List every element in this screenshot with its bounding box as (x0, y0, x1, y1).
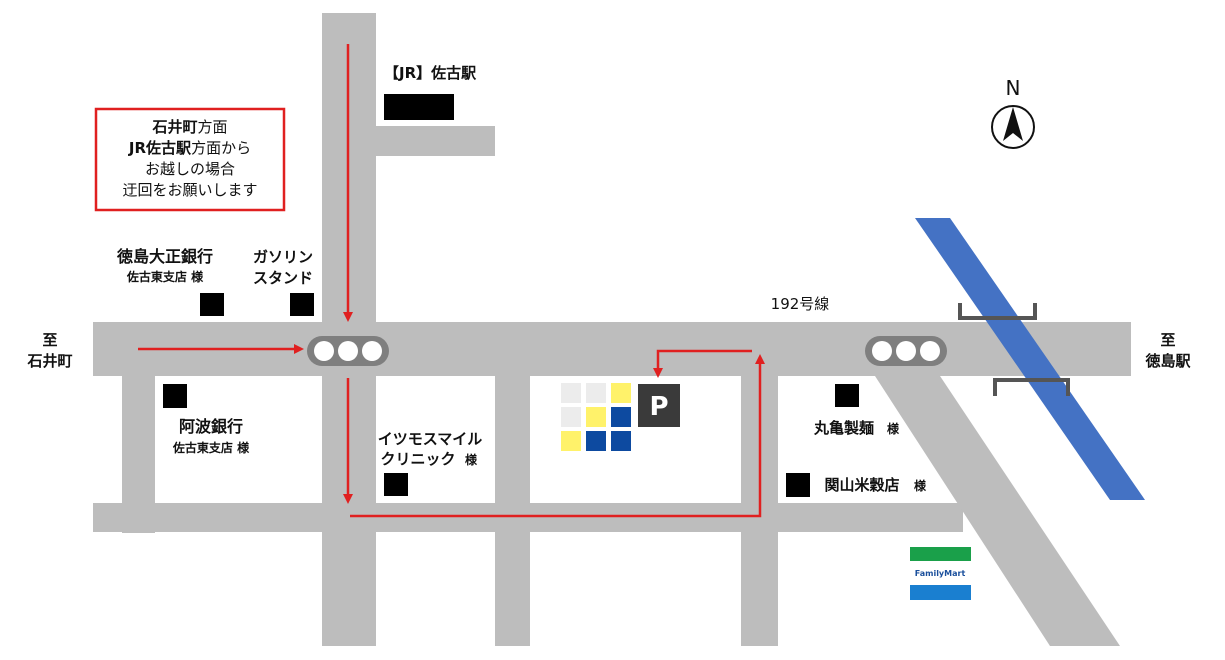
tokushima-taisho-marker (200, 293, 224, 316)
detour-notice-border (94, 107, 286, 212)
roads (93, 13, 1131, 646)
west-side-street (122, 376, 155, 533)
bridge (958, 303, 1070, 396)
notice-line3: お越しの場合 (145, 160, 235, 178)
north-arrow-icon: N (991, 76, 1035, 149)
parking-sign[interactable]: P (638, 384, 680, 427)
notice-line2-bold: JR佐古駅 (128, 139, 192, 157)
route-arrows (138, 44, 765, 518)
marukame-name: 丸亀製麺 (813, 419, 874, 437)
itsumo-smile-suffix: 様 (465, 452, 478, 467)
svg-text:石井町方面: 石井町方面 (151, 118, 227, 136)
notice-line2-rest: 方面から (191, 139, 251, 157)
awa-bank-name: 阿波銀行 (179, 417, 243, 436)
west-direction-line2: 石井町 (26, 352, 72, 370)
route-arrow-detour (350, 354, 765, 518)
traffic-signal-west (307, 336, 389, 366)
river (915, 218, 1145, 500)
middle-street (495, 376, 530, 646)
marukame-marker (835, 384, 859, 407)
awa-bank-marker (163, 384, 187, 408)
detour-notice: 石井町方面 JR佐古駅方面から お越しの場合 迂回をお願いします (94, 107, 286, 212)
north-label: N (1006, 76, 1021, 100)
gas-station-marker (290, 293, 314, 316)
familymart-label: FamilyMart (915, 569, 966, 578)
destination-building[interactable] (561, 383, 631, 451)
itsumo-smile-marker (384, 473, 408, 496)
awa-bank-branch: 佐古東支店 様 (172, 440, 250, 455)
familymart-logo: FamilyMart (910, 547, 971, 600)
traffic-signal-east (865, 336, 947, 366)
route-192-label: 192号線 (771, 295, 830, 313)
itsumo-smile-line1: イツモスマイル (378, 430, 483, 448)
landmark-blocks (163, 94, 859, 497)
notice-line1-bold: 石井町 (151, 118, 197, 136)
gas-station-line1: ガソリン (253, 248, 313, 266)
sekiyama-name: 関山米穀店 (824, 476, 899, 494)
diagonal-road (875, 376, 1120, 646)
west-direction-line1: 至 (42, 331, 57, 349)
tokushima-taisho-branch: 佐古東支店 様 (126, 269, 204, 284)
parking-label: P (649, 392, 668, 422)
itsumo-smile-line2: クリニック (380, 450, 455, 468)
east-direction-line2: 徳島駅 (1144, 352, 1191, 370)
jr-station-marker (384, 94, 454, 120)
tokushima-taisho-name: 徳島大正銀行 (116, 247, 213, 266)
svg-text:JR佐古駅方面から: JR佐古駅方面から (128, 139, 251, 157)
jr-station-label: 【JR】佐古駅 (384, 64, 477, 82)
route-arrow-to-parking (653, 349, 752, 378)
east-direction-line1: 至 (1160, 331, 1175, 349)
sekiyama-marker (786, 473, 810, 497)
marukame-suffix: 様 (887, 421, 900, 436)
sekiyama-suffix: 様 (914, 478, 927, 493)
notice-line4: 迂回をお願いします (122, 181, 257, 199)
notice-line1-rest: 方面 (198, 118, 228, 136)
station-branch-road (376, 126, 495, 156)
gas-station-line2: スタンド (253, 269, 313, 287)
